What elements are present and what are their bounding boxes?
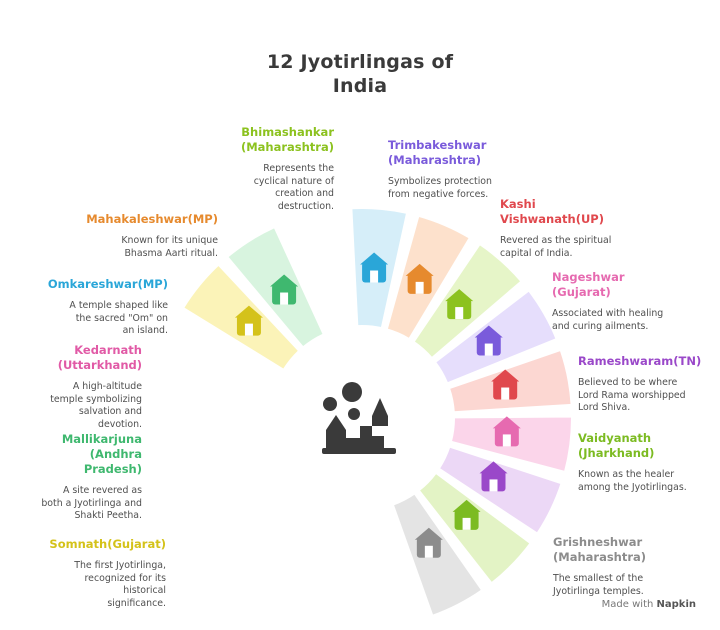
- bridge-icon: [474, 325, 503, 356]
- item-name: Rameshwaram(TN): [578, 354, 702, 368]
- item-name: Vaidyanath (Jharkhand): [578, 431, 655, 460]
- item-name: Kashi Vishwanath(UP): [500, 197, 604, 226]
- item-name: Bhimashankar (Maharashtra): [240, 125, 334, 154]
- item-desc: A high-altitude temple symbolizing salva…: [50, 381, 142, 430]
- healing-icon: [452, 499, 481, 530]
- item-name: Kedarnath (Uttarkhand): [57, 343, 142, 372]
- diagram-title: 12 Jyotirlingas of India: [266, 51, 454, 97]
- item-name: Mahakaleshwar(MP): [86, 212, 218, 226]
- item-name: Mallikarjuna (Andhra Pradesh): [61, 432, 142, 476]
- om-icon: [414, 527, 443, 558]
- sunrise-icon: [234, 305, 263, 336]
- item-desc: A temple shaped like the sacred "Om" on …: [69, 300, 168, 336]
- napkin-logo: Napkin: [656, 599, 696, 610]
- fountain-icon: [445, 289, 474, 320]
- item-name: Grishneshwar (Maharashtra): [553, 535, 647, 564]
- label-kedarnath: Kedarnath (Uttarkhand) A high-altitude t…: [40, 343, 142, 431]
- center-temple-icon: [322, 382, 396, 454]
- temple-icon: [405, 263, 434, 294]
- item-desc: Known for its unique Bhasma Aarti ritual…: [121, 235, 218, 259]
- item-desc: Known as the healer among the Jyotirling…: [578, 469, 687, 493]
- palace-icon: [491, 369, 520, 400]
- label-rameshwaram: Rameshwaram(TN) Believed to be where Lor…: [578, 354, 703, 415]
- item-desc: Associated with healing and curing ailme…: [552, 308, 664, 332]
- item-name: Somnath(Gujarat): [49, 537, 166, 551]
- forest-icon: [270, 274, 299, 305]
- item-desc: A site revered as both a Jyotirlinga and…: [41, 485, 142, 521]
- item-desc: The smallest of the Jyotirlinga temples.: [553, 573, 644, 597]
- item-desc: The first Jyotirlinga, recognized for it…: [74, 560, 166, 609]
- label-omkareshwar: Omkareshwar(MP) A temple shaped like the…: [40, 277, 168, 338]
- island-temple-icon: [360, 252, 389, 283]
- label-somnath: Somnath(Gujarat) The first Jyotirlinga, …: [40, 537, 166, 610]
- label-kashi-vishwanath: Kashi Vishwanath(UP) Revered as the spir…: [500, 197, 630, 260]
- label-trimbakeshwar: Trimbakeshwar (Maharashtra) Symbolizes p…: [388, 138, 498, 201]
- item-name: Trimbakeshwar (Maharashtra): [388, 138, 487, 167]
- napkin-credit: Made with Napkin: [601, 599, 696, 610]
- item-desc: Represents the cyclical nature of creati…: [253, 163, 334, 212]
- shrine-icon: [479, 461, 508, 492]
- label-nageshwar: Nageshwar (Gujarat) Associated with heal…: [552, 270, 672, 333]
- label-mallikarjuna: Mallikarjuna (Andhra Pradesh) A site rev…: [40, 432, 142, 523]
- item-name: Omkareshwar(MP): [47, 277, 168, 291]
- label-vaidyanath: Vaidyanath (Jharkhand) Known as the heal…: [578, 431, 688, 494]
- lotus-icon: [492, 416, 521, 447]
- label-grishneshwar: Grishneshwar (Maharashtra) The smallest …: [553, 535, 683, 598]
- item-desc: Symbolizes protection from negative forc…: [388, 176, 492, 200]
- item-name: Nageshwar (Gujarat): [552, 270, 625, 299]
- label-bhimashankar: Bhimashankar (Maharashtra) Represents th…: [214, 125, 334, 213]
- label-mahakaleshwar: Mahakaleshwar(MP) Known for its unique B…: [58, 212, 218, 260]
- segment-2: [284, 208, 354, 334]
- item-desc: Revered as the spiritual capital of Indi…: [500, 235, 612, 259]
- item-desc: Believed to be where Lord Rama worshippe…: [578, 377, 686, 413]
